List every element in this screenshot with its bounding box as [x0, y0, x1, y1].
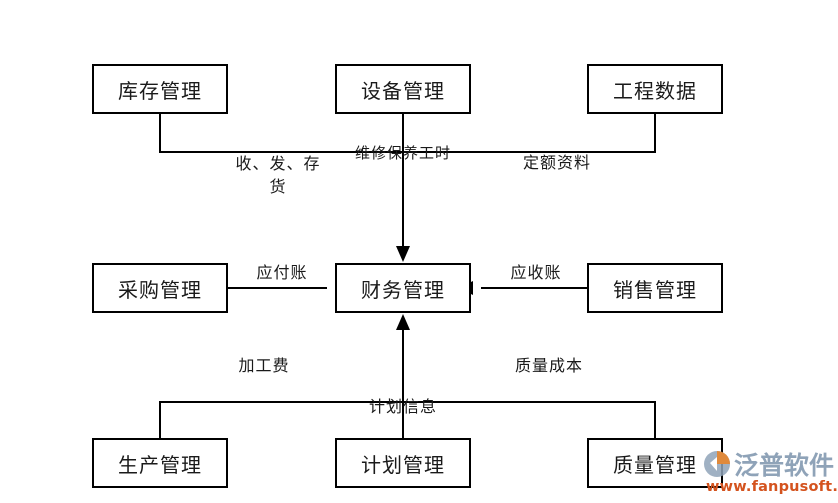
edge-label-inventory-flow: 收、发、存 货 — [235, 154, 321, 197]
connector-top-bus-right — [403, 131, 656, 153]
edge-label-engineering-flow: 定额资料 — [522, 153, 591, 172]
node-label: 采购管理 — [118, 277, 202, 302]
connector-top-bus-left — [159, 131, 403, 153]
node-label: 设备管理 — [361, 78, 445, 103]
edge-label-processing-flow: 加工费 — [238, 356, 290, 375]
edge-label-receivable-flow: 应收账 — [510, 263, 562, 282]
node-label: 库存管理 — [118, 78, 202, 103]
node-finance-management[interactable]: 财务管理 — [335, 263, 471, 313]
node-quality-management[interactable]: 质量管理 — [587, 438, 723, 488]
node-label: 销售管理 — [613, 277, 697, 302]
node-equipment-management[interactable]: 设备管理 — [335, 64, 471, 114]
node-label: 财务管理 — [361, 277, 445, 302]
node-production-management[interactable]: 生产管理 — [92, 438, 228, 488]
node-engineering-data[interactable]: 工程数据 — [587, 64, 723, 114]
node-planning-management[interactable]: 计划管理 — [335, 438, 471, 488]
node-label: 生产管理 — [118, 452, 202, 477]
arrowhead-top-finance — [396, 246, 410, 262]
node-purchasing-management[interactable]: 采购管理 — [92, 263, 228, 313]
edge-label-planning-flow: 计划信息 — [368, 397, 437, 416]
connector-bottom-bus-left — [159, 401, 403, 423]
node-inventory-management[interactable]: 库存管理 — [92, 64, 228, 114]
edge-label-payable-flow: 应付账 — [256, 263, 308, 282]
edge-label-quality-flow: 质量成本 — [514, 356, 583, 375]
edge-label-equipment-flow: 维修保养工时 — [354, 144, 451, 162]
node-label: 工程数据 — [613, 78, 697, 103]
arrowhead-bottom-finance — [396, 314, 410, 330]
node-sales-management[interactable]: 销售管理 — [587, 263, 723, 313]
connector-bottom-bus-right — [403, 401, 656, 423]
node-label: 计划管理 — [361, 452, 445, 477]
node-label: 质量管理 — [613, 452, 697, 477]
